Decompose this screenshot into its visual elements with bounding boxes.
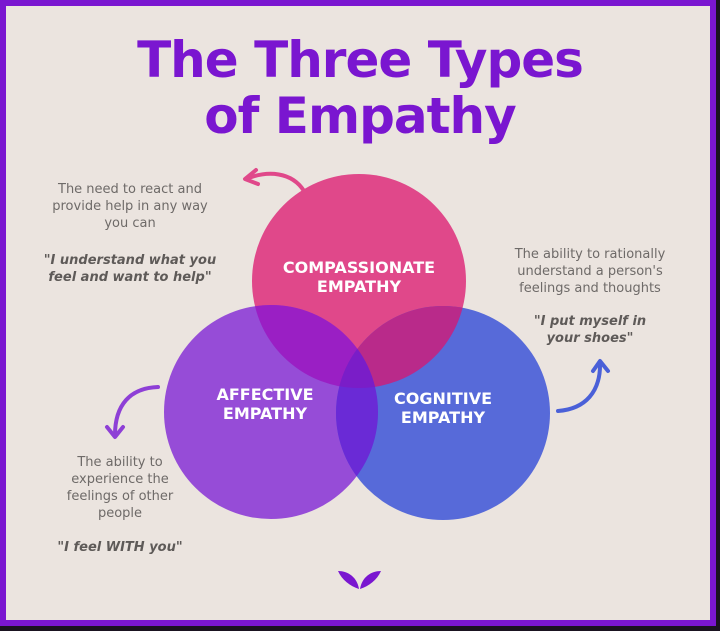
cognitive-quote: "I put myself in your shoes": [533, 314, 647, 346]
curved-arrow-up-icon: [556, 359, 610, 413]
title-line-2: of Empathy: [204, 87, 516, 145]
curved-arrow-left-icon: [243, 168, 306, 193]
compassionate-quote: "I understand what you feel and want to …: [43, 253, 217, 285]
compassionate-label: COMPASSIONATE EMPATHY: [282, 258, 436, 296]
title-line-1: The Three Types: [137, 31, 584, 89]
leaf-wings-logo-icon: [338, 571, 381, 589]
cognitive-label: COGNITIVE EMPATHY: [394, 389, 492, 427]
curved-arrow-down-icon: [105, 385, 160, 439]
overlap-pink-blue: [336, 306, 466, 388]
cognitive-description: The ability to rationally understand a p…: [514, 247, 666, 296]
compassionate-description: The need to react and provide help in an…: [52, 182, 208, 231]
overlap-pink-purple: [252, 305, 378, 388]
affective-quote: "I feel WITH you": [57, 540, 183, 555]
affective-description: The ability to experience the feelings o…: [66, 455, 174, 521]
affective-label: AFFECTIVE EMPATHY: [216, 385, 314, 423]
